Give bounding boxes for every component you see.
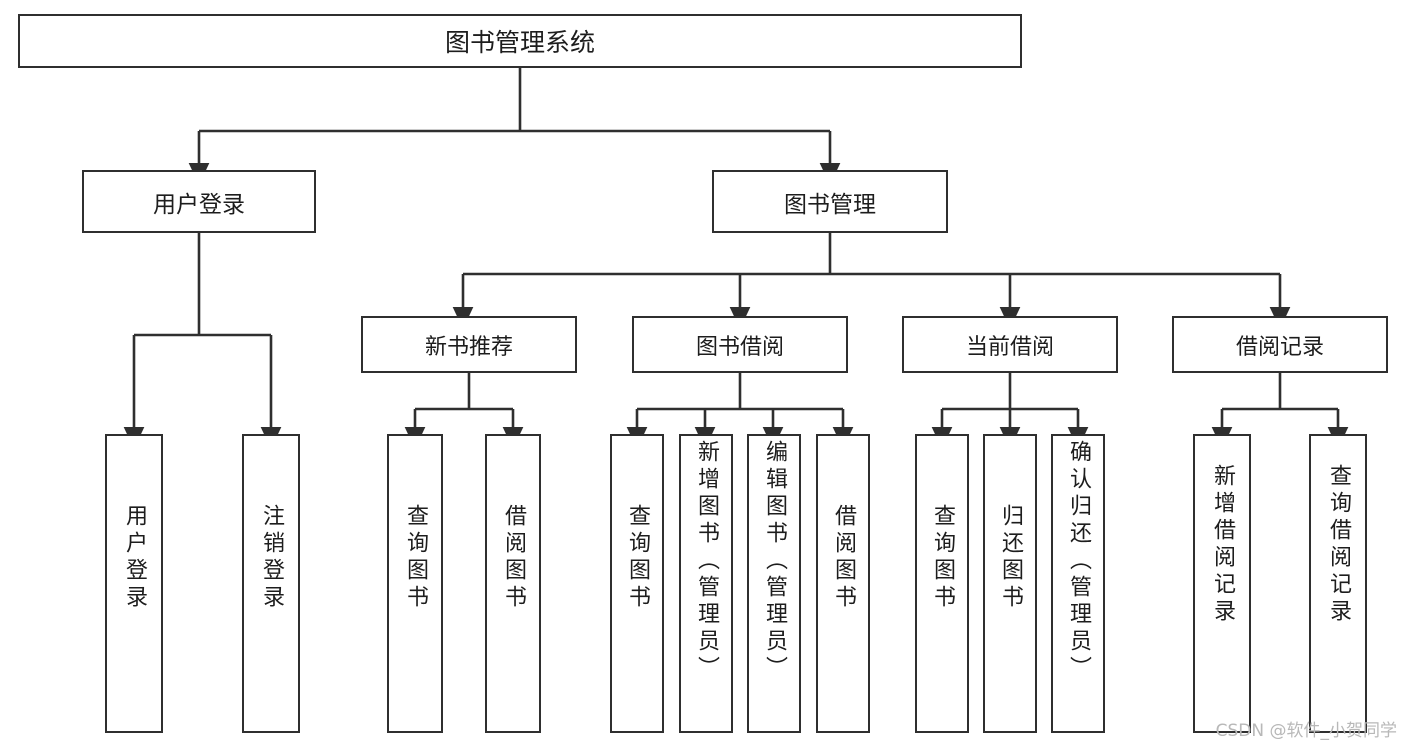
node-book-management[interactable]: 图书管理 [712,170,948,233]
node-user-login[interactable]: 用户登录 [82,170,316,233]
leaf-label: 借阅图书 [501,504,526,612]
node-borrow-records[interactable]: 借阅记录 [1172,316,1388,373]
leaf-label: 借阅图书 [831,504,856,612]
node-label: 用户登录 [153,191,245,218]
leaf-label: 查询图书 [625,504,650,612]
leaf-confirm-return-admin[interactable]: 确认归还（管理员） [1051,434,1105,733]
leaf-return-books[interactable]: 归还图书 [983,434,1037,733]
leaf-query-books-recommend[interactable]: 查询图书 [387,434,443,733]
leaf-add-borrow-record[interactable]: 新增借阅记录 [1193,434,1251,733]
leaf-label: 查询借阅记录 [1326,464,1351,626]
leaf-label: 归还图书 [998,504,1023,612]
node-current-borrow[interactable]: 当前借阅 [902,316,1118,373]
node-label: 当前借阅 [965,334,1054,360]
leaf-user-login[interactable]: 用户登录 [105,434,163,733]
node-label: 图书管理 [784,191,876,218]
leaf-label: 查询图书 [403,504,428,612]
leaf-label: 确认归还（管理员） [1066,440,1091,683]
leaf-borrow-books-borrow[interactable]: 借阅图书 [816,434,870,733]
node-new-book-recommend[interactable]: 新书推荐 [361,316,577,373]
leaf-query-books-current[interactable]: 查询图书 [915,434,969,733]
node-label: 图书管理系统 [444,28,595,57]
leaf-borrow-books-recommend[interactable]: 借阅图书 [485,434,541,733]
leaf-query-books-borrow[interactable]: 查询图书 [610,434,664,733]
leaf-label: 查询图书 [930,504,955,612]
leaf-add-book-admin[interactable]: 新增图书（管理员） [679,434,733,733]
leaf-label: 编辑图书（管理员） [762,440,787,683]
node-label: 借阅记录 [1235,334,1324,360]
leaf-label: 新增借阅记录 [1210,464,1235,626]
leaf-edit-book-admin[interactable]: 编辑图书（管理员） [747,434,801,733]
leaf-logout-login[interactable]: 注销登录 [242,434,300,733]
leaf-query-borrow-record[interactable]: 查询借阅记录 [1309,434,1367,733]
node-label: 图书借阅 [695,334,784,360]
leaf-label: 注销登录 [259,504,284,612]
node-label: 新书推荐 [424,334,513,360]
node-book-management-system[interactable]: 图书管理系统 [18,14,1022,68]
node-book-borrow[interactable]: 图书借阅 [632,316,848,373]
csdn-watermark: CSDN @软件_小贺同学 [1215,721,1397,741]
leaf-label: 用户登录 [122,504,147,612]
leaf-label: 新增图书（管理员） [694,440,719,683]
